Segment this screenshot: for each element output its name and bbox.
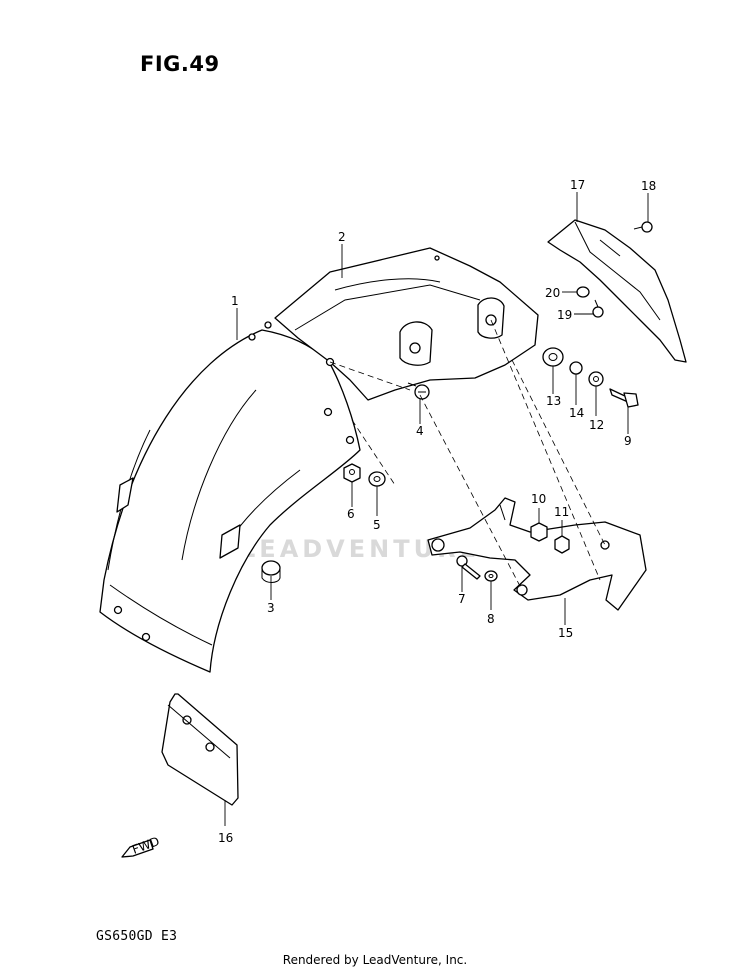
callout-19: 19 <box>557 308 572 322</box>
callout-17: 17 <box>570 178 585 192</box>
washer-20-part[interactable] <box>576 286 590 298</box>
bracket-part[interactable] <box>427 497 647 611</box>
assembly-guide-lines <box>329 319 606 589</box>
footer-credit: Rendered by LeadVenture, Inc. <box>282 953 468 967</box>
callout-16: 16 <box>218 831 233 845</box>
washer-5-part[interactable] <box>368 471 386 487</box>
callout-12: 12 <box>589 418 604 432</box>
mud-flap-part[interactable] <box>161 693 239 806</box>
callout-10: 10 <box>531 492 546 506</box>
callout-4: 4 <box>416 424 424 438</box>
nut-11-part[interactable] <box>554 535 570 554</box>
callout-6: 6 <box>347 507 355 521</box>
callout-13: 13 <box>546 394 561 408</box>
bolt-9-part[interactable] <box>609 388 639 408</box>
rear-cover-part[interactable] <box>547 219 687 363</box>
figure-title: FIG.49 <box>140 52 220 76</box>
bolt-7-part[interactable] <box>456 555 481 580</box>
callout-20: 20 <box>545 286 560 300</box>
callout-15: 15 <box>558 626 573 640</box>
callout-9: 9 <box>624 434 632 448</box>
callout-1: 1 <box>231 294 239 308</box>
callout-leaders <box>224 192 649 826</box>
nut-10-part[interactable] <box>530 522 548 542</box>
screw-19-part[interactable] <box>592 299 604 318</box>
callout-2: 2 <box>338 230 346 244</box>
collar-part[interactable] <box>569 361 583 375</box>
callout-18: 18 <box>641 179 656 193</box>
model-code: GS650GD E3 <box>96 929 178 944</box>
rear-fender-part[interactable] <box>99 321 361 673</box>
screw-18-part[interactable] <box>633 221 653 233</box>
callout-3: 3 <box>267 601 275 615</box>
fwd-arrow-icon: FWD <box>121 834 161 858</box>
nut-6-part[interactable] <box>343 463 361 483</box>
callout-5: 5 <box>373 518 381 532</box>
cushion-part[interactable] <box>261 560 281 583</box>
grommet-part[interactable] <box>542 347 564 367</box>
callout-7: 7 <box>458 592 466 606</box>
callout-8: 8 <box>487 612 495 626</box>
upper-fender-part[interactable] <box>274 247 539 401</box>
fwd-label: FWD <box>130 834 161 857</box>
washer-8-part[interactable] <box>484 570 498 582</box>
callout-14: 14 <box>569 406 584 420</box>
callout-labels: 1 2 3 4 5 6 7 8 9 10 11 12 13 14 15 16 1… <box>218 178 656 845</box>
washer-12-part[interactable] <box>588 371 604 387</box>
callout-11: 11 <box>554 505 569 519</box>
